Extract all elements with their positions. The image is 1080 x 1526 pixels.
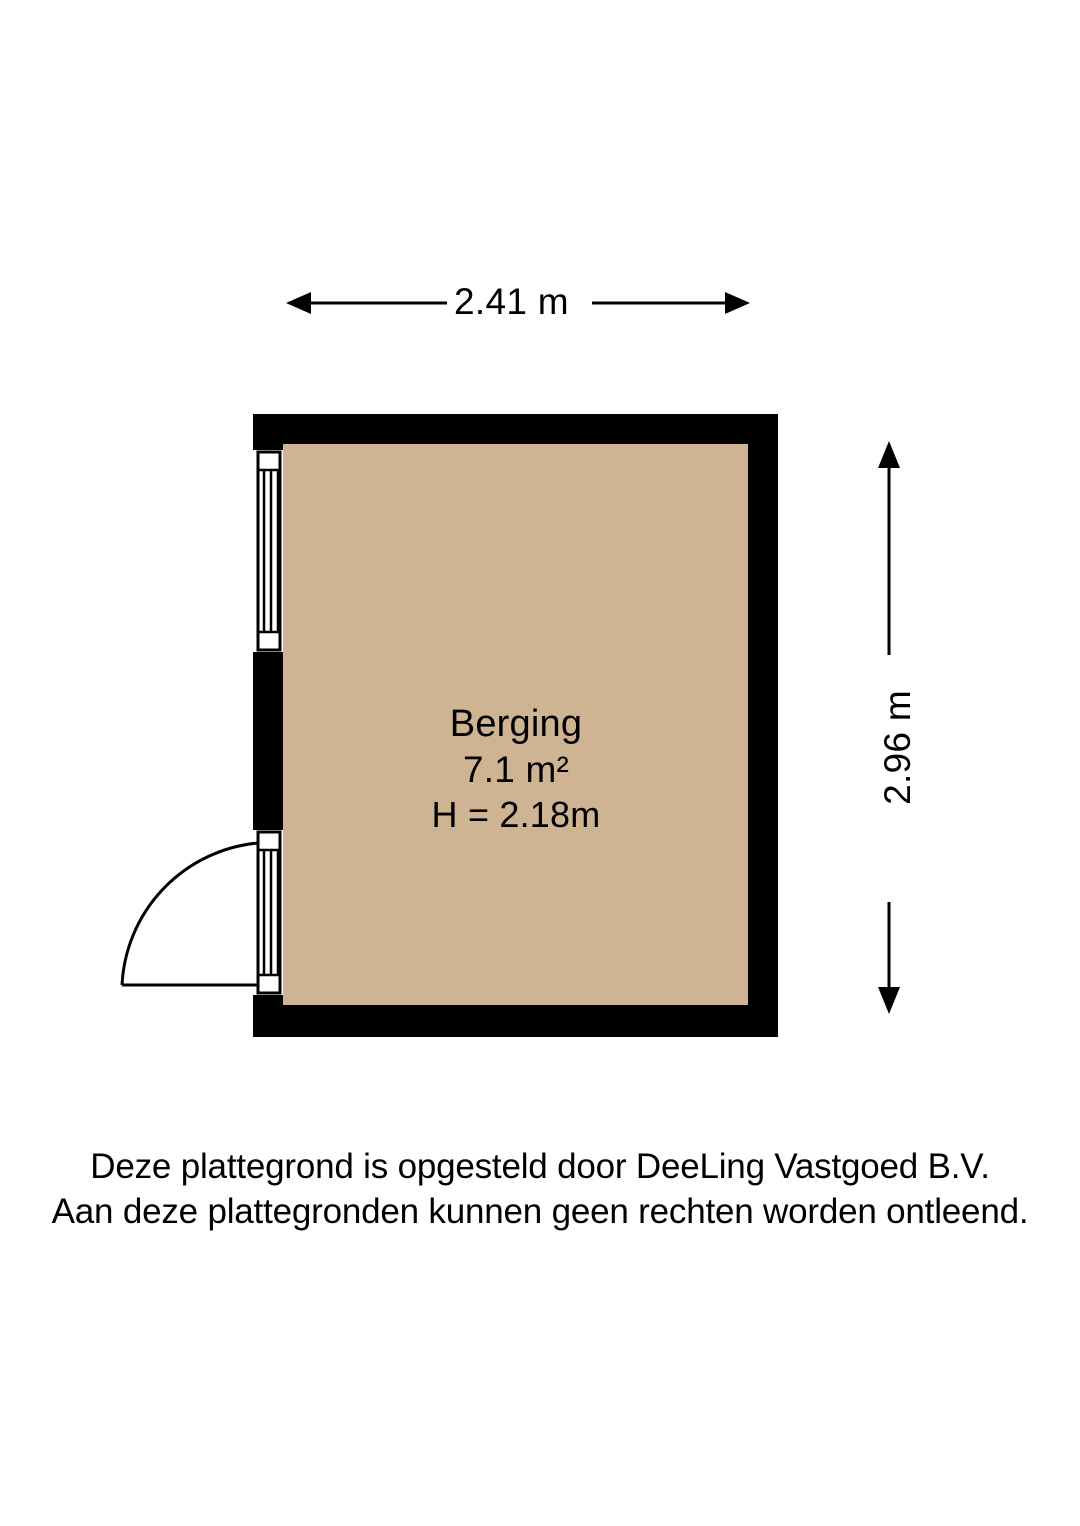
dimension-line-width [286,292,750,314]
arrow-head-left [286,292,311,314]
dimension-line-height [878,441,900,1014]
dimension-label-width: 2.41 m [454,281,569,322]
door-left-lower [120,830,282,995]
dimension-label-height: 2.96 m [877,690,918,805]
arrow-head-right [725,292,750,314]
footer-line-1: Deze plattegrond is opgesteld door DeeLi… [90,1147,990,1186]
room-floor-area [283,444,748,1005]
room-name-label: Berging [449,703,583,745]
room-ceiling-height-label: H = 2.18m [431,794,601,835]
footer-line-2: Aan deze plattegronden kunnen geen recht… [51,1191,1029,1231]
door-swing-arc [120,841,259,986]
arrow-head-down [878,987,900,1014]
room-area-label: 7.1 m² [462,749,570,790]
window-left-upper [256,450,282,652]
arrow-head-up [878,441,900,468]
room-label-group: Berging 7.1 m² H = 2.18m [283,705,749,833]
footer-disclaimer: Deze plattegrond is opgesteld door DeeLi… [0,1145,1080,1235]
